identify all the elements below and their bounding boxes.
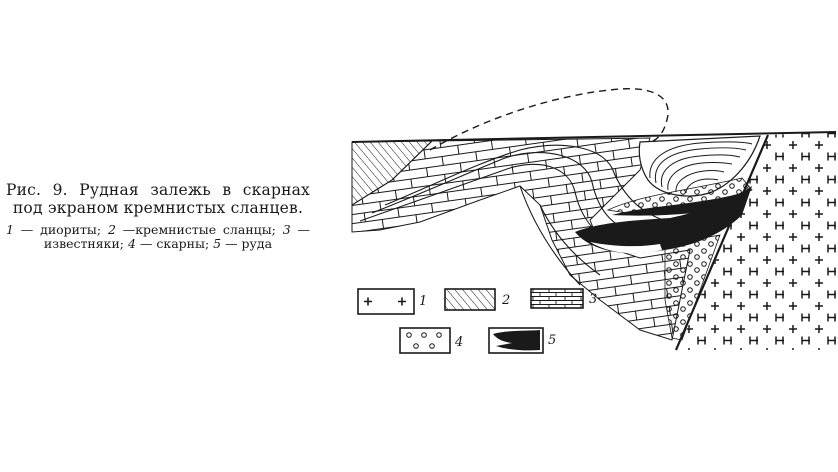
legend-box-1-diorite [357, 288, 415, 315]
legend-box-1-number: 1 [419, 294, 427, 309]
legend-text-4: — скарны; [139, 236, 210, 251]
legend-num-3: 3 [282, 222, 291, 237]
shale-fold-arcs [649, 141, 753, 194]
caption-legend: 1 — диориты; 2 —кремнистые сланцы; 3 — и… [6, 223, 310, 251]
legend-box-2-number: 2 [501, 293, 510, 308]
legend-box-2-shale [444, 288, 496, 311]
legend-num-5: 5 [213, 236, 222, 251]
limestone-body [351, 137, 691, 341]
legend-box-3-number: 3 [589, 292, 597, 307]
skarn-zone-lower [664, 234, 721, 341]
legend-box-5-number: 5 [548, 333, 556, 348]
legend-box-4-number: 4 [454, 335, 463, 350]
caption-title: Рис. 9. Рудная залежь в скарнах под экра… [6, 181, 310, 217]
legend-num-1: 1 [6, 222, 14, 237]
eroded-fold-dashed-line [429, 88, 669, 151]
legend-box-3-limestone [530, 288, 584, 309]
legend-text-2: —кремнистые сланцы; [122, 222, 276, 237]
legend-num-4: 4 [127, 236, 136, 251]
legend-num-2: 2 [107, 222, 116, 237]
legend-text-1: — диориты; [20, 222, 102, 237]
fold-layer-lines [359, 144, 671, 286]
legend-box-5-ore [488, 327, 544, 354]
ore-lens-main [575, 186, 752, 254]
intrusion-contact-line [674, 134, 770, 351]
figure-caption: Рис. 9. Рудная залежь в скарнах под экра… [6, 181, 310, 251]
legend-text-5: — руда [225, 236, 273, 251]
legend-box-4-skarn [399, 327, 451, 354]
legend-text-3: — известняки; [43, 222, 310, 251]
ground-surface-line [351, 131, 837, 143]
diorite-intrusion [678, 132, 836, 350]
ore-lens-tail [590, 242, 662, 254]
